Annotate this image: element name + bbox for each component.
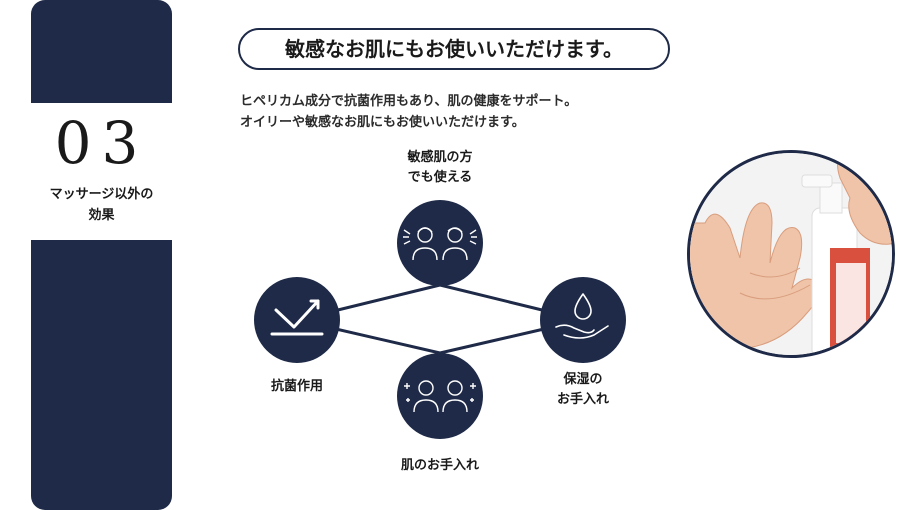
drop-on-hand-icon: [555, 293, 609, 339]
faces-icon: [403, 227, 477, 261]
node-skin-care: [397, 353, 483, 439]
description: ヒペリカム成分で抗菌作用もあり、肌の健康をサポート。 オイリーや敏感なお肌にもお…: [240, 91, 670, 133]
description-line-1: ヒペリカム成分で抗菌作用もあり、肌の健康をサポート。: [240, 94, 578, 109]
section-label-line-2: 効果: [88, 208, 115, 223]
label-moisturizing: 保湿の お手入れ: [533, 370, 633, 410]
node-sensitive-skin: [397, 200, 483, 286]
antibacterial-shield-icon: [270, 299, 324, 336]
section-tab-top: [31, 0, 172, 103]
section-label-line-1: マッサージ以外の: [49, 187, 154, 202]
description-line-2: オイリーや敏感なお肌にもお使いいただけます。: [240, 115, 525, 130]
section-label: マッサージ以外の 効果: [31, 184, 172, 226]
label-skin-care: 肌のお手入れ: [400, 458, 479, 473]
label-sensitive-skin-line-1: 敏感肌の方: [407, 150, 473, 165]
label-moisturizing-line-2: お手入れ: [556, 392, 609, 407]
hands-with-pump-bottle: [690, 153, 892, 355]
label-sensitive-skin-line-2: でも使える: [407, 170, 473, 185]
product-photo: [687, 150, 895, 358]
heading-pill: 敏感なお肌にもお使いいただけます。: [238, 28, 670, 70]
label-moisturizing-line-1: 保湿の: [563, 372, 603, 387]
sparkle-faces-icon: [404, 380, 476, 413]
node-moisturizing: [540, 277, 626, 363]
section-tab-bottom: [31, 240, 172, 510]
label-sensitive-skin: 敏感肌の方 でも使える: [390, 148, 490, 188]
label-antibacterial: 抗菌作用: [270, 379, 323, 394]
section-number: 03: [54, 109, 149, 177]
node-antibacterial: [254, 277, 340, 363]
